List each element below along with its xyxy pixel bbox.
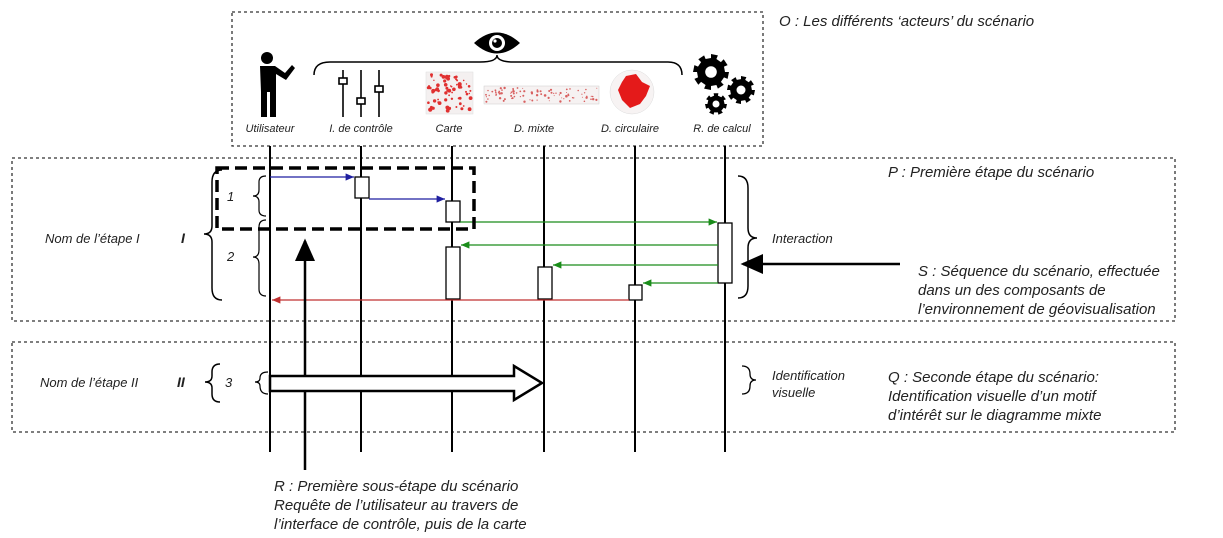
identification-brace [741, 365, 757, 395]
note-R-line2: Requête de l’utilisateur au travers de [274, 497, 519, 514]
step2-numeral: II [177, 374, 185, 390]
note-S-line3: l’environnement de géovisualisation [918, 301, 1156, 318]
sub2-label: 2 [227, 249, 235, 264]
step1-numeral: I [181, 230, 185, 246]
mixed-diagram-thumbnail-icon [483, 85, 600, 105]
actor-label-control: I. de contrôle [329, 123, 393, 135]
actor-label-compute: R. de calcul [693, 123, 751, 135]
messages [270, 173, 718, 304]
note-R-line3: l’interface de contrôle, puis de la cart… [274, 516, 527, 533]
activation-mixed [537, 266, 553, 300]
activation-control [354, 176, 370, 199]
person-icon [260, 52, 295, 117]
identification-label-line2: visuelle [772, 385, 816, 400]
gears-icon [693, 54, 755, 115]
step2-frame [11, 341, 1176, 433]
interaction-brace [737, 175, 758, 299]
note-Q-line2: Identification visuelle d’un motif [888, 388, 1096, 405]
actor-label-user: Utilisateur [245, 123, 295, 135]
sub3-brace [254, 371, 269, 395]
identification-label-line1: Identification [772, 368, 845, 383]
note-S-line2: dans un des composants de [918, 282, 1106, 299]
actors-frame [231, 11, 764, 147]
sliders-icon [338, 70, 384, 117]
sub1-label: 1 [227, 189, 235, 204]
note-R-line1: R : Première sous-étape du scénario [274, 478, 519, 495]
sub3-label: 3 [225, 375, 233, 390]
activation-compute [717, 222, 733, 284]
identification-arrow [268, 363, 545, 403]
note-O: O : Les différents ‘acteurs’ du scénario [779, 13, 1035, 30]
activation-map-1 [445, 200, 461, 223]
note-P: P : Première étape du scénario [888, 164, 1095, 181]
map-thumbnail-icon [425, 71, 474, 115]
circular-diagram-thumbnail-icon [609, 69, 655, 115]
step2-name: Nom de l’étape II [40, 375, 139, 390]
actor-label-circular: D. circulaire [600, 123, 660, 135]
step2-brace [204, 363, 221, 403]
note-S-line1: S : Séquence du scénario, effectuée [918, 263, 1160, 280]
step1-outer-brace [203, 169, 223, 301]
substep1-highlight [215, 166, 476, 231]
activation-circular [628, 284, 643, 301]
activation-map-2 [445, 246, 461, 300]
lifelines [269, 146, 726, 452]
note-Q-line3: d’intérêt sur le diagramme mixte [888, 407, 1102, 424]
actor-label-mixed: D. mixte [513, 123, 555, 135]
interaction-label: Interaction [772, 231, 833, 246]
sub2-brace [252, 219, 267, 297]
actor-label-map: Carte [435, 123, 463, 135]
activation-boxes [354, 176, 733, 301]
step1-frame [11, 157, 1176, 322]
visualization-brace [313, 54, 683, 76]
step1-name: Nom de l’étape I [45, 231, 140, 246]
sub1-brace [252, 175, 267, 217]
eye-icon [474, 32, 520, 54]
note-Q-line1: Q : Seconde étape du scénario: [888, 369, 1099, 386]
